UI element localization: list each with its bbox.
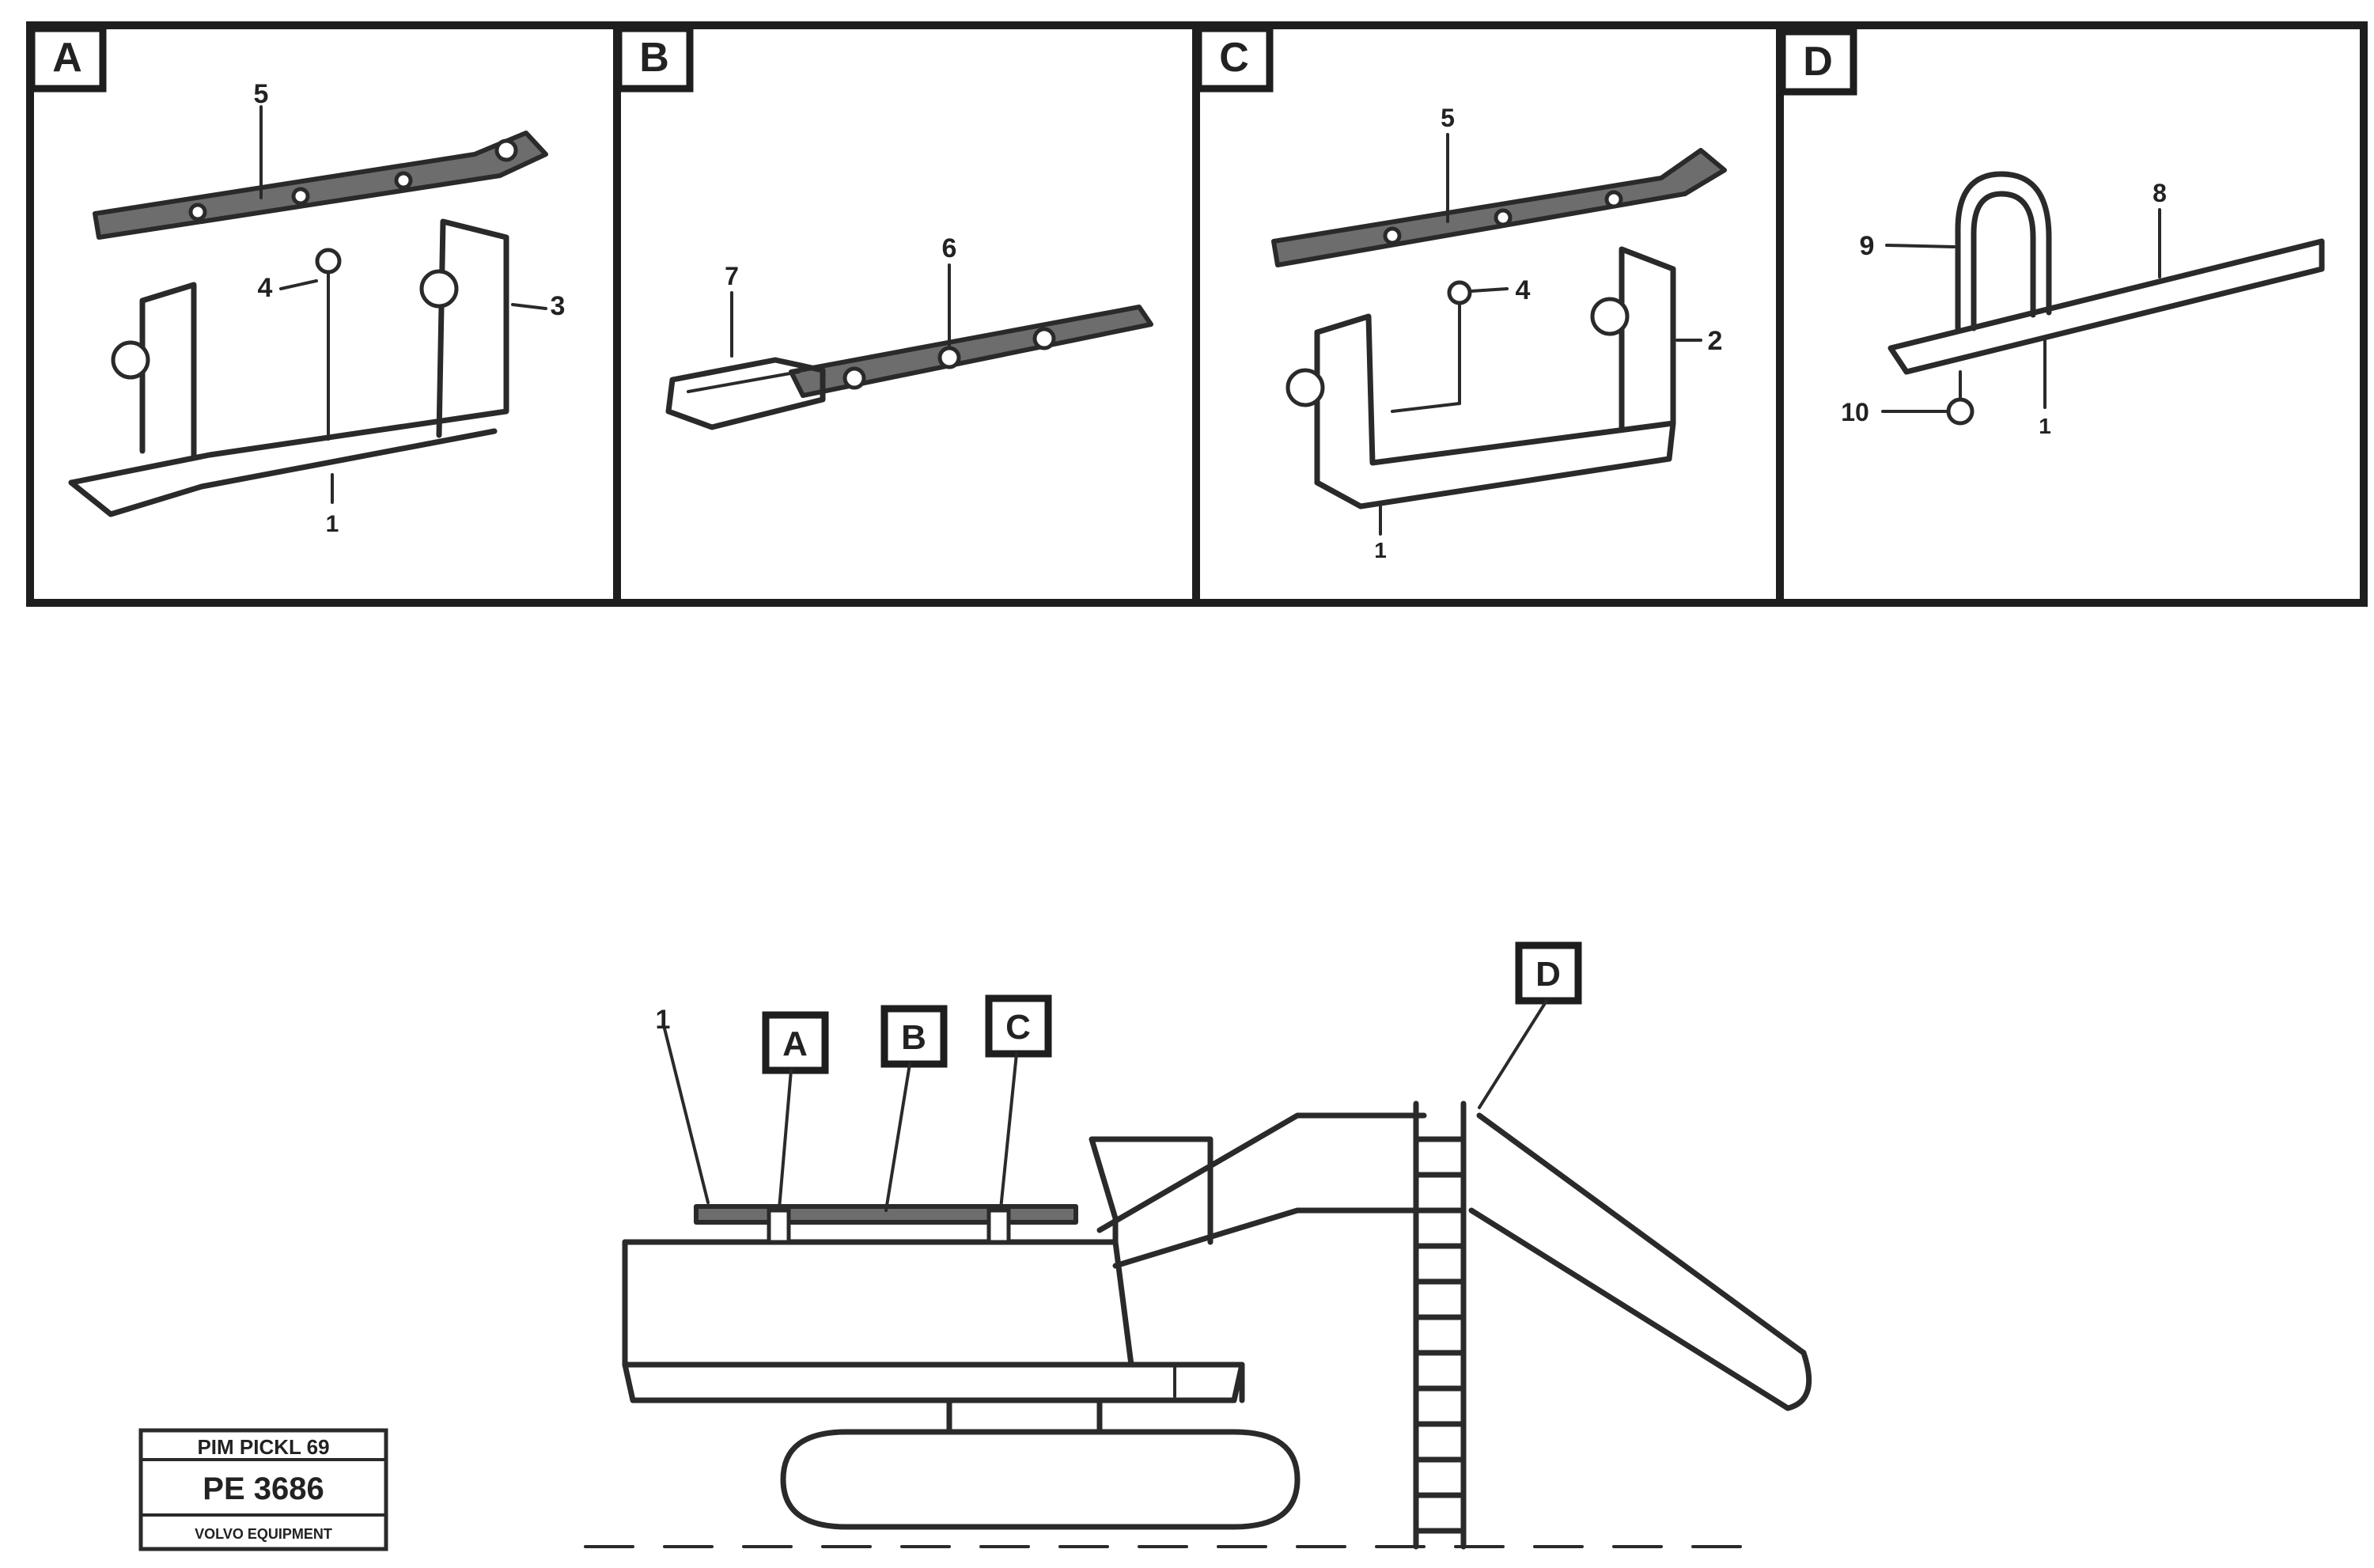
callout-label: 7	[725, 262, 739, 290]
callout-label: 2	[1708, 326, 1723, 356]
strap-hole	[1604, 190, 1623, 209]
detail-panel-b: B 7 6	[615, 25, 1153, 430]
leader-line	[1470, 287, 1509, 293]
detail-panel-c: C 5 4 2 1	[1195, 25, 1727, 562]
bracket-part	[139, 282, 197, 458]
bracket-hole	[1285, 368, 1325, 407]
strap-part	[1271, 148, 1727, 267]
callout-label: 9	[1860, 231, 1875, 261]
panel-letter-box	[1195, 25, 1274, 93]
callout-label: 10	[1841, 398, 1869, 426]
leader-line	[884, 1062, 911, 1212]
machine-overview	[584, 1100, 1812, 1550]
callout-label: B	[901, 1018, 926, 1057]
stamp-line-2: PE 3686	[203, 1471, 324, 1506]
leader-line	[1478, 999, 1548, 1109]
machine-body	[622, 1136, 1214, 1245]
bracket-part	[1314, 246, 1676, 486]
callout-label: 1	[2039, 414, 2051, 438]
strap-hole	[1383, 226, 1402, 245]
reference-stamp: PIM PICKL 69 PE 3686 VOLVO EQUIPMENT	[138, 1428, 388, 1551]
bolt-part	[315, 248, 342, 275]
stamp-frame	[138, 1428, 388, 1551]
callout-label: A	[782, 1025, 808, 1063]
callout-label: 1	[656, 1005, 671, 1035]
callout-box-d	[1515, 941, 1582, 1005]
leader-line	[1885, 244, 1956, 248]
callout-label: 5	[254, 79, 269, 109]
panel-letter-box	[1778, 28, 1857, 96]
strap-hole	[1032, 327, 1056, 350]
strap-hole	[188, 203, 207, 222]
leader-line	[1391, 402, 1461, 413]
plate-part	[1887, 238, 2325, 375]
panel-letter: B	[639, 35, 669, 81]
callout-box-c	[985, 994, 1052, 1058]
detail-panel-d: D 9 8 10 1	[1778, 28, 2325, 438]
u-bolt-part	[1971, 191, 2036, 331]
bracket-hole	[1590, 297, 1630, 336]
bracket-part	[68, 428, 498, 517]
callout-label: D	[1535, 955, 1561, 994]
u-bolt-part	[1955, 171, 2052, 331]
panel-letter: C	[1219, 35, 1249, 81]
leader-line	[778, 1069, 793, 1210]
strap-part	[789, 305, 1153, 398]
machine-body	[622, 1239, 1245, 1403]
boom-arm	[1112, 1207, 1427, 1269]
callout-label: 8	[2153, 179, 2167, 207]
bracket-part	[1314, 420, 1676, 509]
panel-letter-box	[28, 25, 107, 93]
machine-body	[622, 1362, 1245, 1403]
strap-hole	[291, 187, 310, 206]
bracket-hole	[111, 340, 150, 380]
callout-label: 1	[326, 511, 339, 537]
panel-letter: D	[1803, 39, 1833, 85]
callout-label: 6	[942, 233, 957, 263]
nut-part	[1946, 397, 1975, 426]
detail-panel-strip	[26, 21, 2368, 607]
leader-line	[999, 1052, 1018, 1210]
overview-callouts: 1 A B C D	[656, 941, 1582, 1212]
leader-line	[511, 303, 547, 310]
callout-label: 4	[1516, 275, 1531, 305]
callout-label: 1	[1374, 538, 1387, 562]
strap-hole	[937, 346, 961, 369]
strap-hole	[494, 138, 518, 162]
bracket-a-marker	[767, 1208, 791, 1244]
detail-panel-a: A 5 4 3 1	[28, 25, 566, 537]
strap-hole	[842, 366, 866, 390]
strap-part	[93, 131, 548, 240]
callout-label: C	[1005, 1008, 1031, 1047]
callout-box-a	[762, 1011, 829, 1074]
clamp-part	[687, 370, 801, 393]
bolt-part	[1447, 280, 1472, 305]
leader-line	[279, 279, 318, 290]
bracket-c-marker	[986, 1208, 1011, 1244]
callout-label: 5	[1441, 104, 1455, 132]
clamp-part	[665, 357, 826, 430]
ladder	[1413, 1100, 1467, 1550]
callout-label: 4	[258, 273, 273, 303]
panel-letter-box	[615, 25, 694, 93]
strap-hole	[394, 171, 413, 190]
boom-arm	[1468, 1112, 1812, 1411]
stamp-line-3: VOLVO EQUIPMENT	[195, 1526, 332, 1542]
panel-letter: A	[52, 35, 82, 81]
callout-label: 3	[551, 291, 566, 321]
stamp-line-1: PIM PICKL 69	[197, 1435, 329, 1459]
crawler-track	[780, 1429, 1301, 1530]
strap-hole	[1494, 208, 1513, 227]
leader-line	[663, 1027, 710, 1204]
bracket-hole	[419, 269, 459, 309]
bracket-part	[68, 218, 509, 486]
roof-rail	[694, 1204, 1078, 1225]
boom-arm	[1096, 1112, 1427, 1233]
callout-box-b	[880, 1005, 948, 1068]
